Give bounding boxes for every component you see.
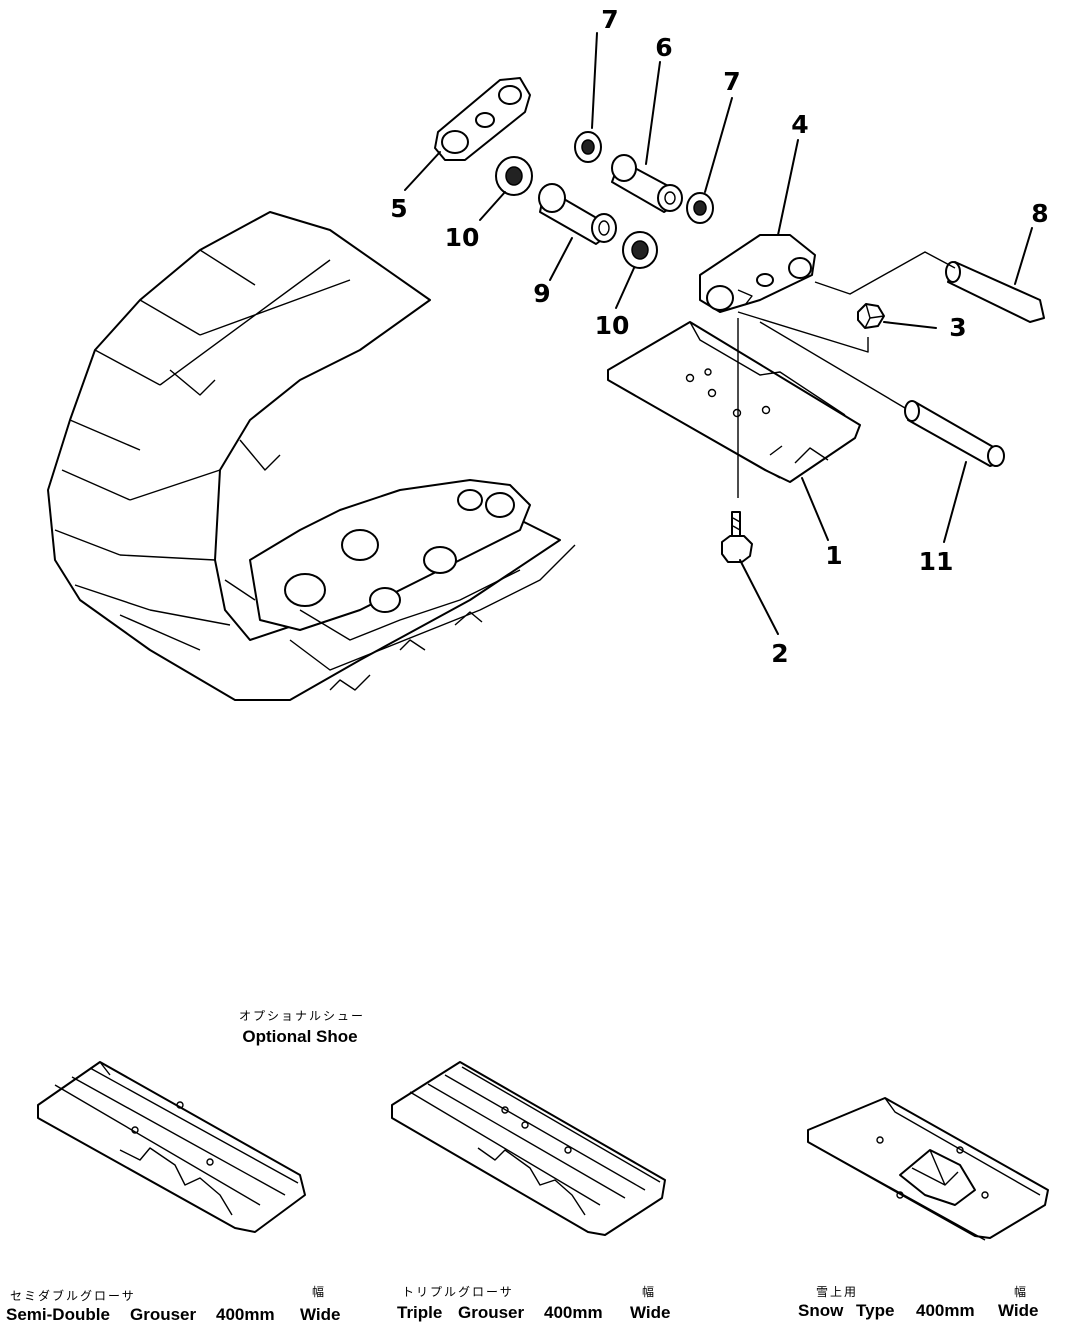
semi-double-grouser-illustration <box>37 1061 306 1233</box>
callout-6: 6 <box>655 33 672 62</box>
triple-wide-jp: 幅 <box>642 1284 656 1299</box>
part-7-seal-illustration <box>574 131 714 224</box>
snow-caption-jp: 雪上用 <box>816 1285 858 1299</box>
track-assembly-illustration <box>47 211 576 701</box>
callout-1: 1 <box>825 541 842 570</box>
snow-type: Type <box>856 1301 894 1320</box>
snow-type-illustration <box>807 1097 1049 1241</box>
semi-double-wide-jp: 幅 <box>312 1284 326 1299</box>
callout-8: 8 <box>1031 199 1048 228</box>
callout-7-right: 7 <box>723 67 740 96</box>
part-10-seal-illustration <box>495 156 658 269</box>
semi-double-name: Semi-Double <box>6 1305 110 1324</box>
leader-lines <box>404 32 1033 635</box>
callout-2: 2 <box>771 639 788 668</box>
callout-3: 3 <box>949 313 966 342</box>
callout-9: 9 <box>533 279 550 308</box>
part-2-bolt-illustration <box>721 511 753 563</box>
callout-4: 4 <box>791 110 808 139</box>
part-4-link-illustration <box>699 234 816 313</box>
shoe-captions: セミダブルグローサ 幅 Semi-Double Grouser 400mm Wi… <box>6 1284 1038 1324</box>
callout-11: 11 <box>919 547 954 576</box>
callout-10-left: 10 <box>445 223 480 252</box>
triple-name: Triple <box>397 1303 442 1322</box>
callout-5: 5 <box>390 194 407 223</box>
snow-wide-jp: 幅 <box>1014 1284 1028 1299</box>
callout-7-top: 7 <box>601 5 618 34</box>
semi-double-size: 400mm <box>216 1305 275 1324</box>
triple-caption-jp: トリプルグローサ <box>402 1285 514 1299</box>
triple-size: 400mm <box>544 1303 603 1322</box>
part-3-nut-illustration <box>857 303 885 329</box>
optional-shoe-title-jp: オプショナルシュー <box>239 1009 365 1023</box>
triple-grouser-illustration <box>391 1061 666 1236</box>
part-9-bushing-illustration <box>538 183 617 245</box>
snow-size: 400mm <box>916 1301 975 1320</box>
part-5-link-illustration <box>434 77 531 161</box>
part-11-pin-illustration <box>904 400 1005 467</box>
part-8-pin-illustration <box>945 261 1045 323</box>
triple-wide: Wide <box>630 1303 670 1322</box>
snow-name: Snow <box>798 1301 844 1320</box>
semi-double-grouser: Grouser <box>130 1305 197 1324</box>
semi-double-wide: Wide <box>300 1305 340 1324</box>
part-6-bushing-illustration <box>611 154 683 213</box>
optional-shoe-title: Optional Shoe <box>242 1027 357 1046</box>
triple-grouser: Grouser <box>458 1303 525 1322</box>
callout-labels: 7 6 7 4 8 5 10 9 10 3 1 11 2 <box>390 5 1048 668</box>
callout-10-right: 10 <box>595 311 630 340</box>
semi-double-caption-jp: セミダブルグローサ <box>10 1288 136 1303</box>
snow-wide: Wide <box>998 1301 1038 1320</box>
assembly-lines <box>737 251 956 498</box>
part-1-shoe-illustration <box>607 321 861 483</box>
